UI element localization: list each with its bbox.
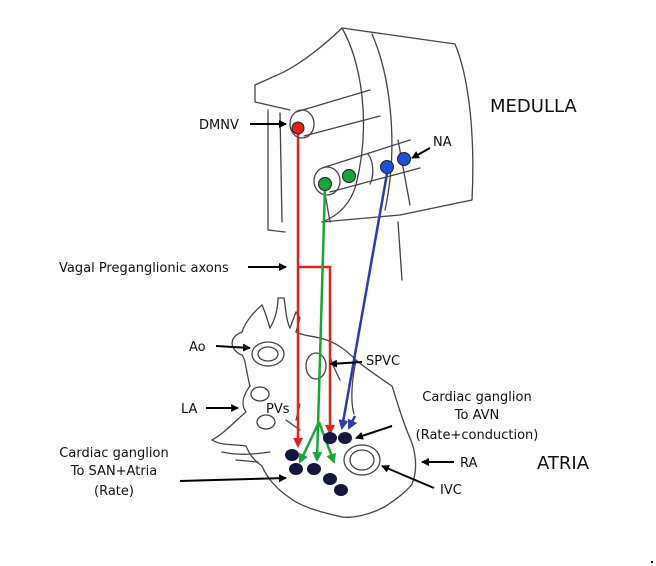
ivc-label: IVC	[440, 483, 462, 498]
avn-label-line2: To AVN	[454, 408, 500, 423]
avn-pointer	[355, 425, 393, 440]
na-nucleus-green-1	[318, 177, 332, 191]
san-pointer	[179, 474, 287, 483]
na-nucleus-blue-2	[397, 152, 411, 166]
ra-label: RA	[460, 456, 478, 471]
ivc-pointer	[381, 465, 435, 489]
vagal-label: Vagal Preganglionic axons	[59, 261, 229, 276]
dmnv-axons-red	[293, 128, 335, 448]
heart-sketch	[211, 297, 417, 518]
ao-pointer	[215, 343, 251, 352]
ganglia-avn	[323, 432, 352, 444]
na-pointer	[411, 147, 431, 159]
na-label: NA	[433, 135, 452, 150]
avn-label-line1: Cardiac ganglion	[422, 390, 531, 405]
spvc-label: SPVC	[366, 354, 400, 369]
avn-label-line3: (Rate+conduction)	[416, 428, 539, 443]
na-nucleus-green-2	[342, 169, 356, 183]
la-label: LA	[181, 402, 198, 417]
san-label-line2: To SAN+Atria	[70, 464, 158, 479]
na-axons-blue	[338, 167, 390, 430]
ganglia-san	[285, 449, 348, 496]
pvs-label: PVs	[266, 402, 290, 417]
pointer-arrows	[179, 120, 454, 489]
dmnv-label: DMNV	[199, 118, 239, 133]
medulla-sketch	[254, 27, 474, 281]
san-label-line1: Cardiac ganglion	[59, 446, 168, 461]
san-label-line3: (Rate)	[94, 484, 134, 499]
medulla-label: MEDULLA	[490, 96, 577, 117]
corner-dot	[651, 561, 653, 563]
dmnv-nucleus-red	[291, 121, 305, 135]
spvc-pointer	[329, 359, 363, 368]
ao-label: Ao	[189, 340, 206, 355]
atria-label: ATRIA	[537, 453, 590, 474]
na-nucleus-blue-1	[380, 160, 394, 174]
